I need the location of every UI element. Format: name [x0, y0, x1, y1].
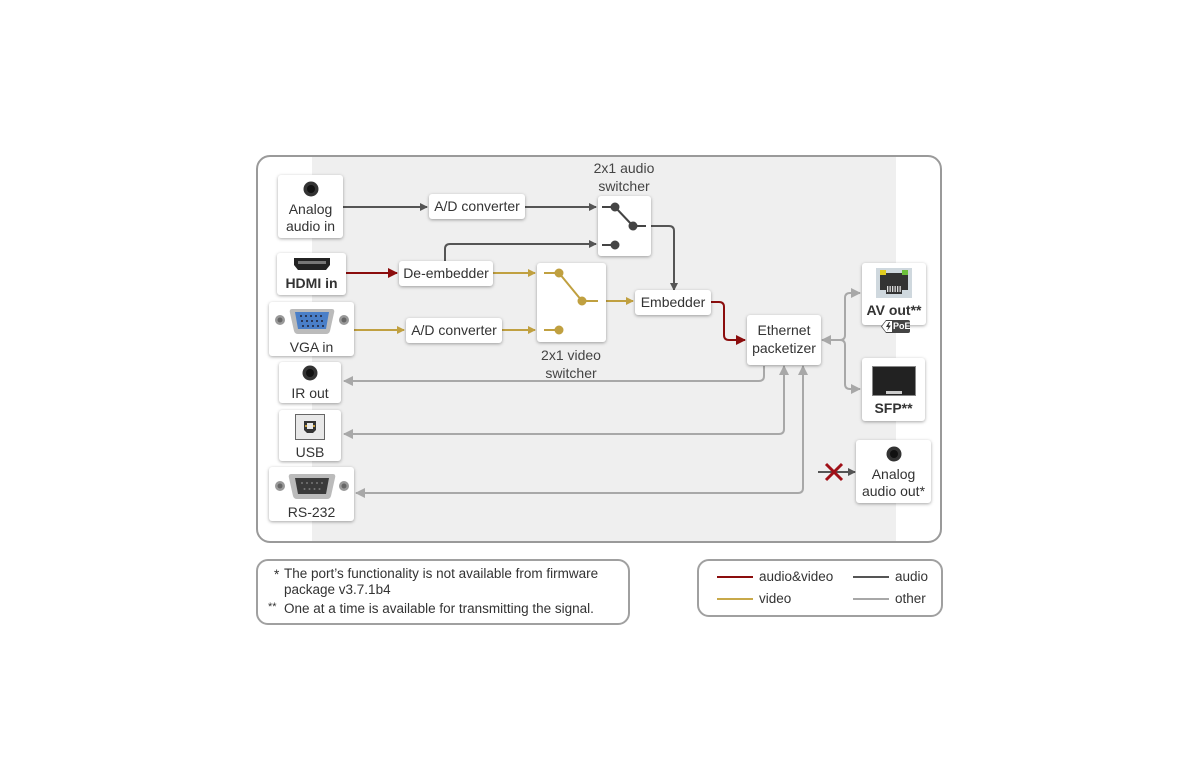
ethernet-packetizer-label: Ethernet packetizer: [752, 322, 816, 356]
footnote-1-mark: *: [274, 567, 280, 582]
legend-swatch: [853, 575, 889, 578]
legend-item-other: other: [853, 591, 926, 606]
ad-converter-audio: A/D converter: [429, 194, 525, 219]
analog-audio-out-port: Analog audio out*: [856, 440, 931, 503]
av-out-port: AV out**: [862, 263, 926, 325]
ethernet-packetizer: Ethernet packetizer: [747, 315, 821, 365]
footnote-2-mark: **: [268, 601, 277, 613]
footnote-1-line2: package v3.7.1b4: [284, 582, 391, 597]
vga-in-port: VGA in: [269, 302, 354, 356]
legend-swatch: [717, 597, 753, 600]
legend-label: other: [895, 591, 926, 606]
footnotes-box: * The port’s functionality is not availa…: [256, 559, 630, 625]
embedder-label: Embedder: [640, 294, 706, 310]
legend-label: video: [759, 591, 792, 606]
ad-converter-video: A/D converter: [406, 318, 502, 343]
analog-audio-in-label: Analog audio in: [285, 201, 336, 234]
audio-switcher-block: [598, 196, 651, 256]
rs232-label: RS-232: [287, 504, 336, 520]
legend-item-audio: audio: [853, 569, 928, 584]
legend: audio&video audio video other: [697, 559, 943, 617]
audio-switcher-caption: 2x1 audio switcher: [593, 160, 655, 194]
de-embedder: De-embedder: [399, 261, 493, 286]
embedder: Embedder: [635, 290, 711, 315]
poe-lightning-icon: [881, 320, 910, 333]
poe-badge: PoE: [877, 318, 911, 335]
sfp-cage-icon: [871, 366, 916, 396]
hdmi-connector-icon: [293, 258, 330, 270]
legend-label: audio: [895, 569, 929, 584]
footnote-1-line1: The port’s functionality is not availabl…: [284, 566, 599, 581]
analog-audio-in-port: Analog audio in: [278, 175, 343, 238]
de-embedder-label: De-embedder: [403, 265, 489, 281]
legend-label: audio&video: [759, 569, 834, 584]
legend-swatch: [853, 597, 889, 600]
ad-converter-audio-label: A/D converter: [434, 198, 520, 214]
audio-jack-icon: [303, 181, 318, 197]
usb-port: USB: [279, 410, 341, 461]
poe-label: PoE: [893, 321, 911, 331]
hdmi-in-label: HDMI in: [285, 275, 338, 291]
vga-connector-icon: [274, 309, 349, 334]
vga-in-label: VGA in: [289, 339, 334, 355]
sfp-label: SFP**: [874, 400, 913, 416]
hdmi-in-port: HDMI in: [277, 253, 346, 295]
video-switcher-block: [537, 263, 606, 342]
ir-out-port: IR out: [279, 362, 341, 403]
rs232-port: RS-232: [269, 467, 354, 521]
legend-swatch: [717, 575, 753, 578]
legend-item-audio-video: audio&video: [717, 569, 833, 584]
audio-jack-icon: [886, 446, 901, 462]
analog-audio-out-label: Analog audio out*: [861, 466, 926, 499]
footnote-2-text: One at a time is available for transmitt…: [284, 601, 594, 616]
ir-jack-icon: [302, 365, 318, 381]
legend-item-video: video: [717, 591, 791, 606]
rj45-connector-icon: [876, 268, 912, 298]
usb-label: USB: [295, 444, 325, 460]
usb-connector-icon: [295, 414, 325, 440]
rs232-connector-icon: [274, 474, 349, 499]
video-switcher-caption: 2x1 video switcher: [541, 347, 601, 381]
ir-out-label: IR out: [291, 385, 329, 401]
av-out-label: AV out**: [866, 302, 922, 318]
ad-converter-video-label: A/D converter: [411, 322, 497, 338]
sfp-port: SFP**: [862, 358, 925, 421]
